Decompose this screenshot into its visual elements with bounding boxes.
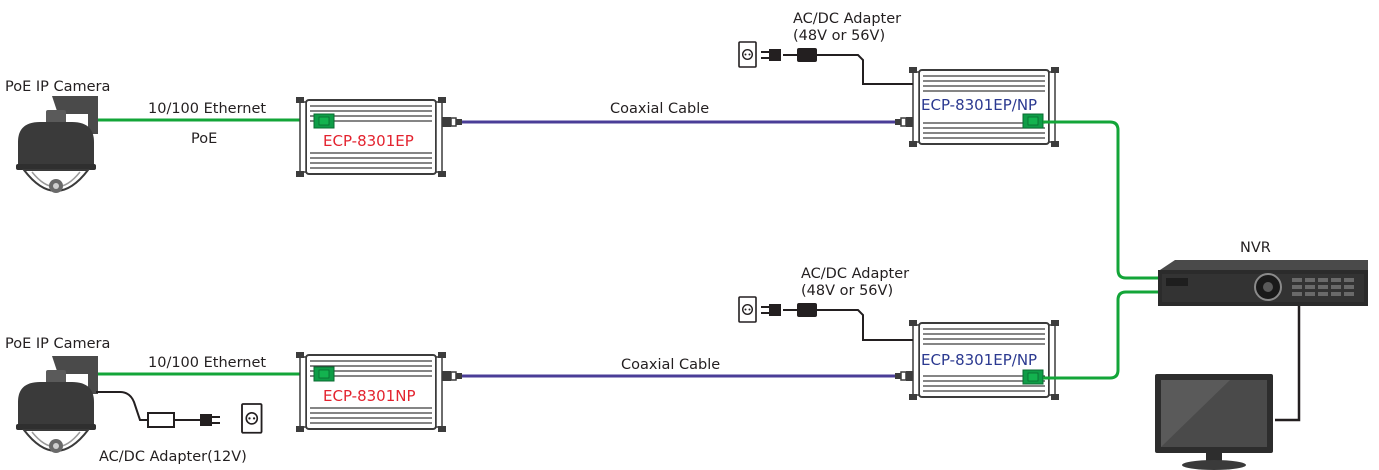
top-coax-label: Coaxial Cable	[610, 101, 709, 117]
camera-adapter-label: AC/DC Adapter(12V)	[99, 449, 247, 465]
top-adapter-cable	[817, 54, 913, 85]
top-local-device-label: ECP-8301EP	[323, 132, 414, 150]
bottom-adapter-cable	[817, 309, 913, 341]
power-adapter-icon	[760, 302, 818, 318]
nvr-icon	[1158, 260, 1368, 306]
bottom-adapter-label-line2: (48V or 56V)	[801, 283, 893, 299]
dome-camera-icon	[15, 355, 99, 454]
bottom-remote-device: ECP-8301EP/NP	[908, 319, 1060, 401]
top-local-device: ECP-8301EP	[295, 96, 447, 178]
power-adapter-icon	[760, 47, 818, 63]
top-remote-device-label: ECP-8301EP/NP	[921, 96, 1037, 114]
bottom-remote-device-label: ECP-8301EP/NP	[921, 351, 1037, 369]
top-camera-label: PoE IP Camera	[5, 79, 110, 95]
nvr-label: NVR	[1240, 240, 1271, 256]
dome-camera-icon	[15, 95, 99, 194]
bottom-coax-label: Coaxial Cable	[621, 357, 720, 373]
top-remote-device: ECP-8301EP/NP	[908, 66, 1060, 148]
bottom-ethernet-label: 10/100 Ethernet	[148, 355, 266, 371]
top-local-bnc	[441, 116, 463, 128]
camera-power-cable	[96, 391, 148, 421]
bottom-local-device-label: ECP-8301NP	[323, 387, 416, 405]
bottom-local-bnc	[441, 370, 463, 382]
bottom-nvr-ethernet-cable	[1043, 290, 1158, 380]
bottom-adapter-label-line1: AC/DC Adapter	[801, 266, 909, 282]
top-adapter-label-line2: (48V or 56V)	[793, 28, 885, 44]
bottom-local-device: ECP-8301NP	[295, 351, 447, 433]
monitor-icon	[1155, 374, 1273, 470]
top-poe-label: PoE	[191, 131, 217, 147]
power-adapter-icon	[147, 412, 175, 428]
top-nvr-ethernet-cable	[1043, 120, 1158, 280]
power-outlet-icon	[738, 296, 757, 323]
top-remote-bnc	[894, 116, 916, 128]
power-outlet-icon	[738, 41, 757, 68]
top-ethernet-label: 10/100 Ethernet	[148, 101, 266, 117]
bottom-remote-bnc	[894, 370, 916, 382]
nvr-monitor-cable	[1275, 306, 1301, 422]
power-outlet-icon	[241, 403, 263, 434]
top-adapter-label-line1: AC/DC Adapter	[793, 11, 901, 27]
bottom-camera-label: PoE IP Camera	[5, 336, 110, 352]
